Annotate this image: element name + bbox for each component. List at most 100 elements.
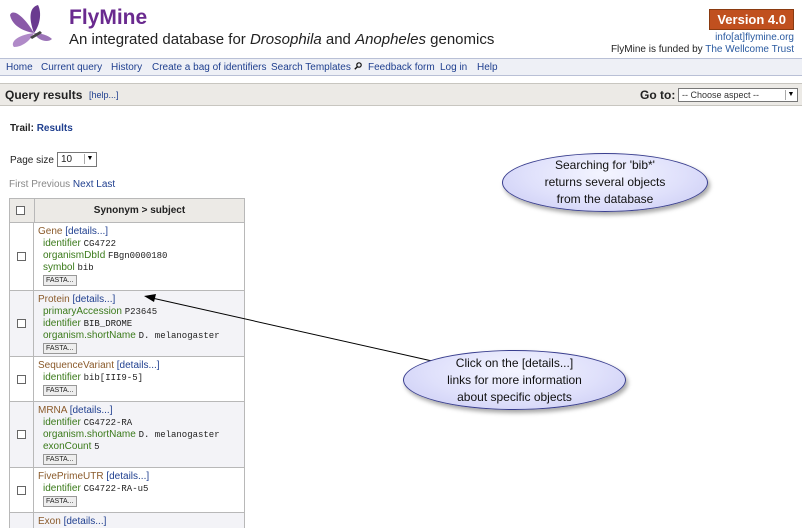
help-link[interactable]: [help...] — [89, 90, 119, 100]
result-cell: Exon [details...] — [34, 513, 244, 528]
row-select-cell — [10, 402, 34, 467]
breadcrumb: Trail: Results — [10, 123, 73, 134]
wellcome-trust-link[interactable]: The Wellcome Trust — [705, 44, 794, 55]
row-checkbox[interactable] — [17, 375, 26, 384]
tagline: An integrated database for Drosophila an… — [69, 31, 495, 48]
brand-title: FlyMine — [69, 6, 148, 29]
field-name: identifier — [43, 238, 81, 249]
row-checkbox[interactable] — [17, 486, 26, 495]
row-select-cell — [10, 513, 34, 528]
field-value: CG4722-RA-u5 — [83, 484, 149, 494]
fasta-button[interactable]: FASTA... — [43, 496, 77, 507]
row-checkbox[interactable] — [17, 319, 26, 328]
row-checkbox[interactable] — [17, 252, 26, 261]
field-name: identifier — [43, 318, 81, 329]
field-name: primaryAccession — [43, 306, 122, 317]
row-select-cell — [10, 357, 34, 401]
pager-previous: Previous — [31, 179, 71, 190]
menu-current-query[interactable]: Current query — [41, 62, 103, 73]
page-size-label: Page size — [10, 155, 54, 166]
fasta-button[interactable]: FASTA... — [43, 454, 77, 465]
contact-email-link[interactable]: info[at]flymine.org — [715, 32, 794, 43]
table-row: FivePrimeUTR [details...] identifier CG47… — [10, 468, 244, 513]
object-type: SequenceVariant — [38, 360, 114, 371]
result-cell: Protein [details...]primaryAccession P23… — [34, 291, 244, 357]
menu-home[interactable]: Home — [6, 62, 33, 73]
details-link[interactable]: [details...] — [72, 294, 116, 305]
field-value: CG4722-RA — [83, 418, 133, 428]
field-name: exonCount — [43, 441, 92, 452]
menu-create-bag[interactable]: Create a bag of identifiers — [152, 62, 267, 73]
row-select-cell — [10, 223, 34, 290]
field-name: organism.shortName — [43, 330, 136, 341]
field-name: identifier — [43, 417, 81, 428]
row-select-cell — [10, 291, 34, 356]
row-select-cell — [10, 468, 34, 512]
menu-history[interactable]: History — [111, 62, 143, 73]
column-header[interactable]: Synonym > subject — [34, 199, 244, 223]
details-link[interactable]: [details...] — [106, 471, 150, 482]
field-value: P23645 — [124, 307, 158, 317]
object-type: Protein — [38, 294, 70, 305]
details-link[interactable]: [details...] — [116, 360, 160, 371]
goto-label: Go to: — [640, 88, 676, 102]
field-value: bib — [77, 263, 94, 273]
select-all-checkbox[interactable] — [16, 206, 25, 215]
fasta-button[interactable]: FASTA... — [43, 385, 77, 396]
field-value: D. melanogaster — [138, 331, 220, 341]
version-badge: Version 4.0 — [709, 9, 794, 30]
field-name: organismDbId — [43, 250, 106, 261]
query-results-bar: Query results [help...] Go to: -- Choose… — [0, 83, 802, 106]
menu-help[interactable]: Help — [477, 62, 498, 73]
pager-next[interactable]: Next — [72, 179, 94, 190]
field-name: symbol — [43, 262, 75, 273]
field-name: identifier — [43, 483, 81, 494]
breadcrumb-results-link[interactable]: Results — [36, 123, 73, 134]
main-menu: Home Current query History Create a bag … — [0, 58, 802, 76]
result-cell: SequenceVariant [details...] identifier b… — [34, 357, 244, 399]
page-size-select[interactable]: 10▼ — [57, 152, 97, 167]
pager-last[interactable]: Last — [96, 179, 116, 190]
pager: First Previous Next Last — [9, 179, 115, 190]
field-name: identifier — [43, 372, 81, 383]
field-value: BIB_DROME — [83, 319, 133, 329]
details-link[interactable]: [details...] — [69, 405, 113, 416]
row-checkbox[interactable] — [17, 430, 26, 439]
funding-note: FlyMine is funded by The Wellcome Trust — [610, 44, 794, 55]
result-cell: FivePrimeUTR [details...] identifier CG47… — [34, 468, 244, 510]
chevron-down-icon: ▼ — [84, 154, 95, 164]
field-name: organism.shortName — [43, 429, 136, 440]
field-value: FBgn0000180 — [108, 251, 168, 261]
fasta-button[interactable]: FASTA... — [43, 275, 77, 286]
goto-aspect-select[interactable]: -- Choose aspect --▼ — [678, 88, 798, 102]
menu-login[interactable]: Log in — [440, 62, 468, 73]
flymine-logo[interactable] — [8, 3, 60, 55]
table-header: Synonym > subject — [10, 199, 244, 223]
search-icon — [353, 62, 362, 70]
table-row: Exon [details...] — [10, 513, 244, 528]
page-title: Query results — [5, 88, 83, 102]
table-row: Protein [details...]primaryAccession P23… — [10, 291, 244, 357]
table-row: SequenceVariant [details...] identifier b… — [10, 357, 244, 402]
details-link[interactable]: [details...] — [65, 226, 109, 237]
field-value: bib[III9-5] — [83, 373, 144, 383]
callout-search: Searching for 'bib*'returns several obje… — [502, 153, 708, 212]
chevron-down-icon: ▼ — [785, 90, 796, 100]
field-value: CG4722 — [83, 239, 116, 249]
details-link[interactable]: [details...] — [63, 516, 107, 527]
object-type: Gene — [38, 226, 63, 237]
field-value: 5 — [94, 442, 100, 452]
results-table: Synonym > subject Gene [details...]ident… — [9, 198, 245, 528]
menu-search-templates[interactable]: Search Templates — [271, 62, 362, 73]
fasta-button[interactable]: FASTA... — [43, 343, 77, 354]
object-type: FivePrimeUTR — [38, 471, 104, 482]
object-type: Exon — [38, 516, 61, 527]
page-header: FlyMine An integrated database for Droso… — [0, 0, 802, 58]
pager-first: First — [9, 179, 29, 190]
menu-feedback[interactable]: Feedback form — [368, 62, 435, 73]
callout-details: Click on the [details...]links for more … — [403, 350, 626, 410]
